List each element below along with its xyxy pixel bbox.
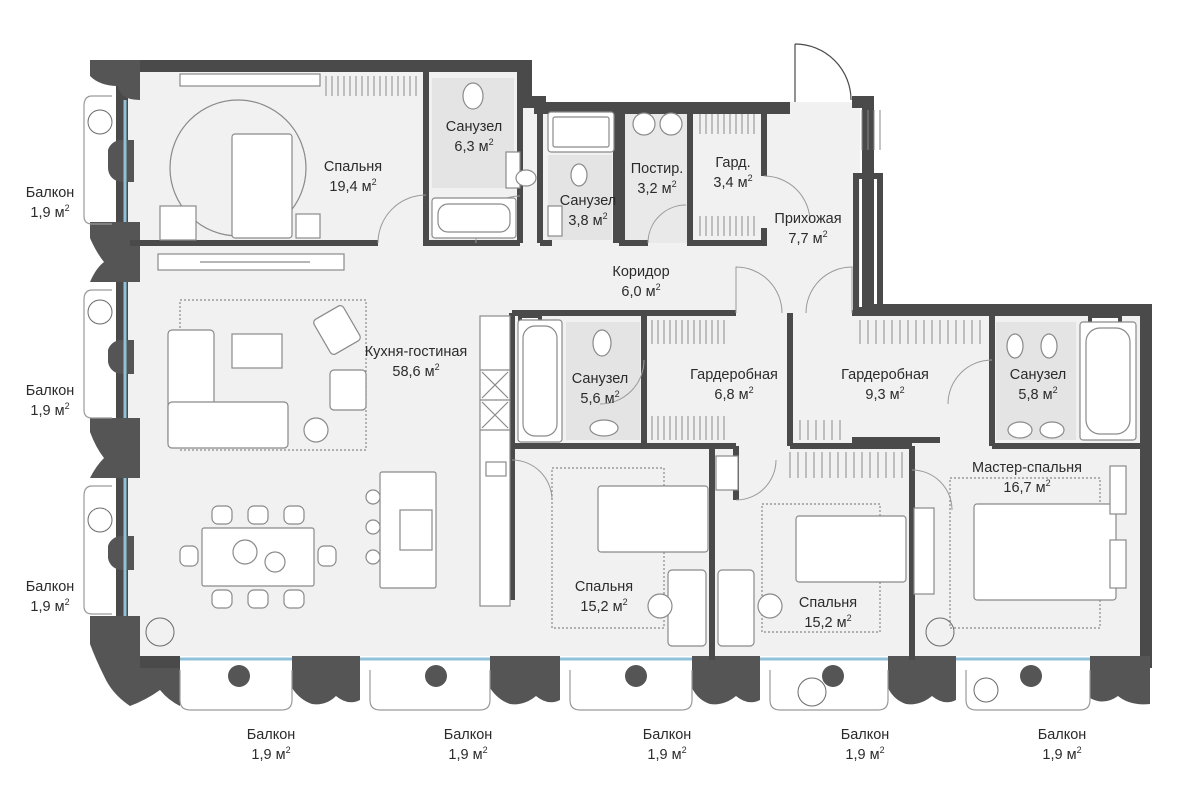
plants [87, 109, 999, 707]
left-piers [90, 60, 180, 706]
bedroom-1-furniture [159, 73, 321, 241]
bottom-piers [228, 656, 1150, 705]
wardrobe-shelves [325, 76, 981, 478]
kitchen-units [365, 315, 511, 607]
bedroom-2-furniture [551, 455, 739, 647]
windows [123, 100, 1090, 661]
balcony-outlines [83, 95, 1091, 711]
sanitary [462, 82, 1065, 439]
master-bedroom-furniture [949, 465, 1127, 629]
bedroom-3-furniture [717, 503, 935, 647]
living-furniture [157, 253, 367, 451]
dining-table [179, 505, 337, 609]
entry-door [794, 43, 852, 102]
room-label-wardrobe-small: Гард.3,4 м2 [713, 155, 753, 191]
room-label-laundry: Постир.3,2 м2 [630, 161, 684, 197]
interior-walls [130, 72, 1140, 660]
door-swings [377, 175, 993, 511]
bathtubs [431, 111, 1137, 443]
